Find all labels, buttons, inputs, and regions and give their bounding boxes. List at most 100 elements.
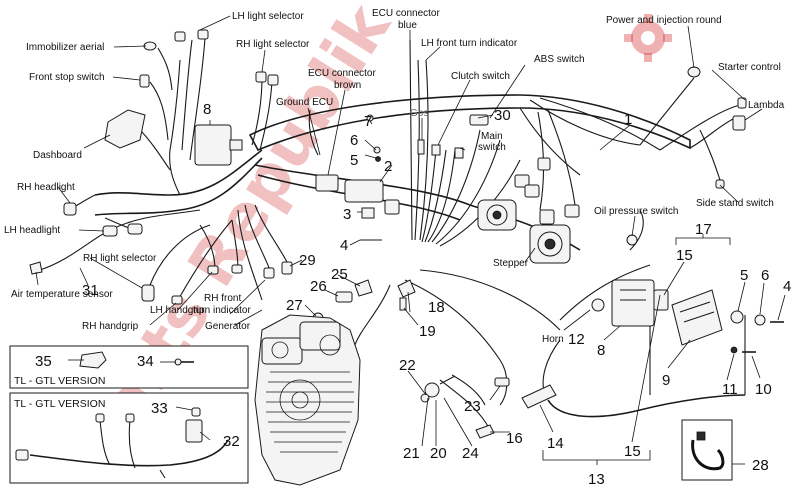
callout-2: 2	[384, 158, 392, 175]
oil-pressure-switch-part	[626, 234, 638, 246]
callout-28: 28	[752, 457, 769, 474]
callout-25: 25	[331, 266, 348, 283]
label-lambda: Lambda	[748, 100, 785, 111]
label-ground-ecu: Ground ECU	[276, 97, 333, 108]
label-rh-headlight: RH headlight	[17, 182, 75, 193]
group-brackets	[542, 234, 731, 465]
gps-connector	[417, 139, 425, 155]
lh-handgrip-part-2	[231, 264, 243, 274]
rh-light-selector-part	[141, 284, 155, 302]
callout-27: 27	[286, 297, 303, 314]
label-front-stop-switch: Front stop switch	[29, 72, 105, 83]
side-stand-switch-part	[715, 179, 725, 189]
watermark-gear-icon	[624, 14, 672, 62]
callout-30: 30	[494, 107, 511, 124]
front-stop-switch-part	[139, 74, 150, 88]
bush-5	[730, 310, 744, 324]
horn-connector	[591, 298, 605, 312]
clutch-switch-connector	[431, 144, 441, 156]
callout-15-lower: 15	[624, 443, 641, 460]
abs-switch-connector	[469, 114, 489, 126]
sensor-26	[335, 291, 353, 303]
label-air-temperature-sensor: Air temperature sensor	[11, 289, 113, 300]
label-ecu-connector-blue-2: blue	[398, 20, 417, 31]
lh-light-selector-connector	[174, 31, 186, 42]
lh-light-selector-connector-2	[197, 29, 209, 40]
ecu-connector-brown-part	[315, 174, 339, 192]
part-numbers: 1 2 3 4 4 5 5 6 6 7 8 8 9 10 11 12 13 14…	[35, 101, 791, 488]
callout-8-upper: 8	[203, 101, 211, 118]
spark-plug-cap	[521, 384, 557, 409]
spark-plug	[475, 424, 495, 439]
label-lh-front-turn-indicator: LH front turn indicator	[421, 38, 518, 49]
aux-harness-32	[15, 407, 229, 479]
tl-gtl-box-lower: TL - GTL VERSION	[9, 392, 249, 484]
callout-32: 32	[223, 433, 240, 450]
label-rh-light-selector-top: RH light selector	[236, 39, 310, 50]
nut-11	[730, 346, 738, 354]
power-injection-round-part	[687, 66, 701, 78]
ecu-connector-blue-part	[384, 199, 400, 215]
callout-33: 33	[151, 400, 168, 417]
clip-3	[361, 207, 375, 219]
engine	[254, 314, 361, 486]
label-ecu-connector-brown-1: ECU connector	[308, 68, 376, 79]
injector-connector-3	[537, 157, 551, 171]
voltage-regulator	[611, 279, 669, 327]
callout-35: 35	[35, 353, 52, 370]
main-harness	[39, 37, 746, 431]
injector-connector-1	[514, 174, 530, 188]
callout-21: 21	[403, 445, 420, 462]
callout-1: 1	[624, 111, 632, 128]
injector-connector-2	[524, 184, 540, 198]
callout-10: 10	[755, 381, 772, 398]
lh-headlight-connector-2	[127, 223, 143, 235]
sensor-18	[397, 279, 416, 298]
starter-control-part	[737, 97, 747, 109]
label-rh-front-turn-indicator-2: turn indicator	[193, 305, 251, 316]
text-labels: LH light selector Immobilizer aerial Fro…	[4, 8, 785, 345]
label-dashboard: Dashboard	[33, 150, 82, 161]
ecu-connector-part	[344, 179, 384, 203]
label-rh-handgrip: RH handgrip	[82, 321, 139, 332]
clamp-28	[681, 419, 733, 481]
callout-26: 26	[310, 278, 327, 295]
callout-22: 22	[399, 357, 416, 374]
callout-13: 13	[588, 471, 605, 488]
label-stepper: Stepper	[493, 258, 529, 269]
label-side-stand-switch: Side stand switch	[696, 198, 774, 209]
label-ecu-connector-blue-1: ECU connector	[372, 8, 440, 19]
rh-headlight-connector	[63, 202, 77, 216]
callout-5-left: 5	[350, 152, 358, 169]
bracket-35	[79, 351, 107, 369]
air-temperature-sensor-part	[29, 261, 43, 275]
callout-4-left: 4	[340, 237, 348, 254]
callout-6-right: 6	[761, 267, 769, 284]
label-abs-switch: ABS switch	[534, 54, 585, 65]
label-power-injection-round: Power and injection round	[606, 15, 722, 26]
lh-handgrip-part	[207, 265, 219, 275]
rh-light-selector-top-connector	[255, 71, 267, 83]
callout-11: 11	[722, 381, 738, 398]
label-oil-pressure-switch: Oil pressure switch	[594, 206, 678, 217]
label-main-switch-2: switch	[478, 142, 506, 153]
main-switch-connector	[454, 147, 464, 159]
label-rh-light-selector-left: RH light selector	[83, 253, 157, 264]
tl-gtl-box-upper: TL - GTL VERSION	[9, 345, 249, 389]
callout-24: 24	[462, 445, 479, 462]
injector-connector-4	[564, 204, 580, 218]
callout-6-left: 6	[350, 132, 358, 149]
callout-7: 7	[364, 113, 372, 130]
callout-3: 3	[343, 206, 351, 223]
dashboard-part	[104, 109, 146, 149]
components	[29, 29, 784, 439]
rectifier	[671, 289, 723, 346]
washer-6	[754, 314, 766, 326]
rh-light-selector-top-connector-2	[267, 74, 279, 86]
label-ecu-connector-brown-2: brown	[334, 80, 361, 91]
callout-8-lower: 8	[597, 342, 605, 359]
callout-15-upper: 15	[676, 247, 693, 264]
lambda-part	[732, 115, 746, 131]
label-generator: Generator	[205, 321, 251, 332]
